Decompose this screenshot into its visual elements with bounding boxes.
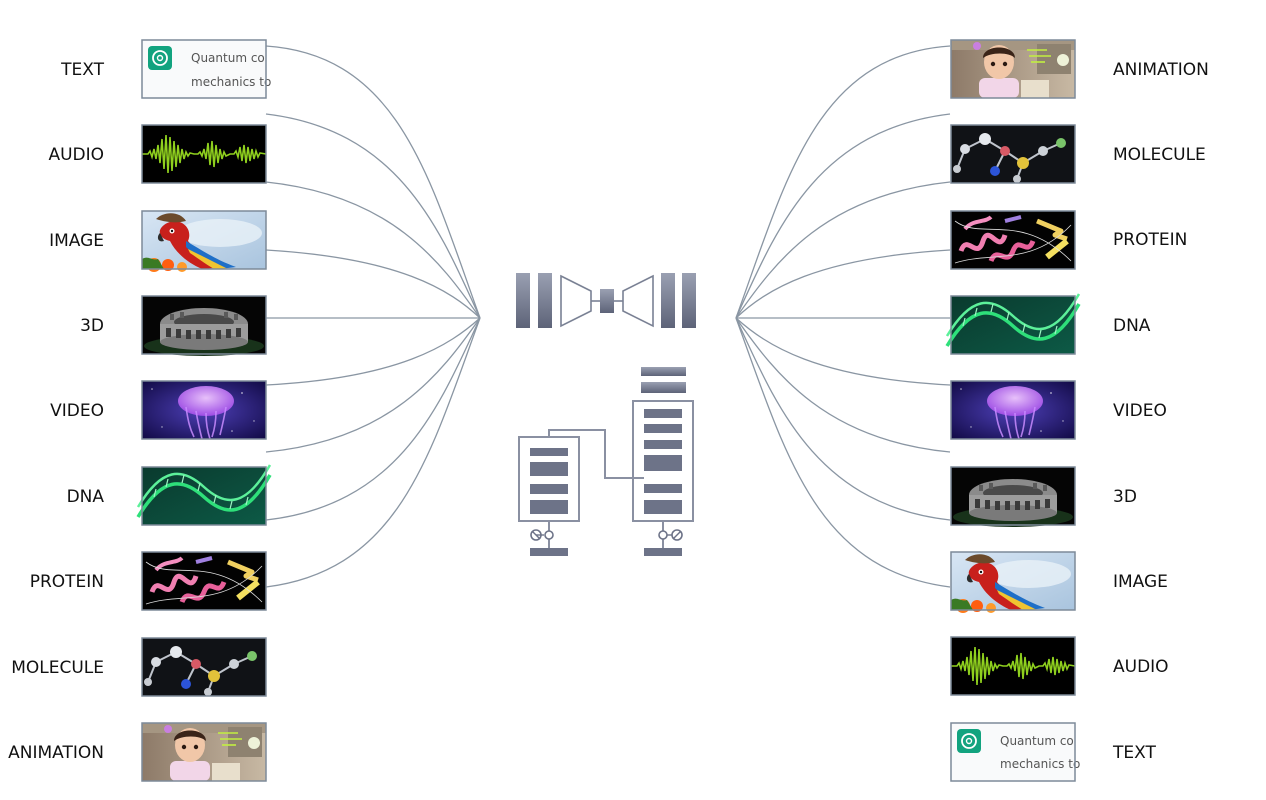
connector (265, 249, 481, 319)
left-label-image: IMAGE (49, 231, 104, 251)
left-text-snippet-line2: mechanics to (191, 75, 271, 89)
right-thumb-animation (950, 39, 1076, 99)
left-column: TEXT Quantum co mechanics to AUDIO IMAGE… (8, 39, 272, 782)
right-thumb-dna (945, 292, 1081, 356)
connector (265, 317, 481, 386)
connector (735, 317, 951, 588)
left-label-audio: AUDIO (48, 145, 104, 165)
right-label-audio: AUDIO (1113, 657, 1169, 677)
connector (735, 249, 951, 319)
right-label-dna: DNA (1113, 316, 1151, 336)
left-text-snippet-line1: Quantum co (191, 51, 265, 65)
unet-autoencoder-icon (516, 273, 696, 328)
left-thumb-molecule (141, 637, 267, 697)
right-label-video: VIDEO (1113, 401, 1167, 421)
left-thumb-animation (141, 722, 267, 782)
connector (265, 317, 481, 453)
right-thumb-molecule (950, 124, 1076, 184)
connector (265, 113, 481, 319)
left-label-video: VIDEO (50, 401, 104, 421)
right-thumb-video (950, 380, 1076, 440)
left-thumb-video (141, 380, 267, 440)
left-thumb-dna (136, 463, 272, 527)
left-label-dna: DNA (67, 487, 105, 507)
right-text-snippet-line2: mechanics to (1000, 757, 1080, 771)
left-thumb-image (142, 211, 266, 272)
connector (735, 317, 951, 386)
connector (265, 181, 481, 319)
left-thumb-3d (142, 296, 266, 356)
left-thumb-text (141, 39, 267, 99)
right-label-text: TEXT (1112, 743, 1156, 763)
left-thumb-audio (141, 124, 267, 184)
right-column: ANIMATION MOLECULE PROTEIN DNA VIDEO 3D … (945, 39, 1209, 782)
transformer-encoder-decoder-icon (518, 367, 694, 556)
left-label-protein: PROTEIN (30, 572, 104, 592)
right-label-animation: ANIMATION (1113, 60, 1209, 80)
right-thumb-protein (951, 211, 1075, 269)
right-label-image: IMAGE (1113, 572, 1168, 592)
right-text-snippet-line1: Quantum co (1000, 734, 1074, 748)
connector (265, 317, 481, 588)
connector (735, 181, 951, 319)
left-connectors (265, 45, 481, 588)
connector (265, 45, 481, 319)
connector (735, 113, 951, 319)
connector (735, 317, 951, 521)
left-label-molecule: MOLECULE (11, 658, 104, 678)
right-label-molecule: MOLECULE (1113, 145, 1206, 165)
left-thumb-protein (142, 552, 266, 610)
right-thumb-3d (951, 467, 1075, 527)
right-connectors (735, 45, 951, 588)
right-label-protein: PROTEIN (1113, 230, 1187, 250)
right-label-3d: 3D (1113, 487, 1137, 507)
connector (735, 317, 951, 453)
connector (735, 45, 951, 319)
connector (265, 317, 481, 521)
left-label-3d: 3D (80, 316, 104, 336)
right-thumb-text (950, 722, 1076, 782)
left-label-animation: ANIMATION (8, 743, 104, 763)
right-thumb-image (951, 552, 1075, 613)
right-thumb-audio (950, 636, 1076, 696)
left-label-text: TEXT (60, 60, 104, 80)
